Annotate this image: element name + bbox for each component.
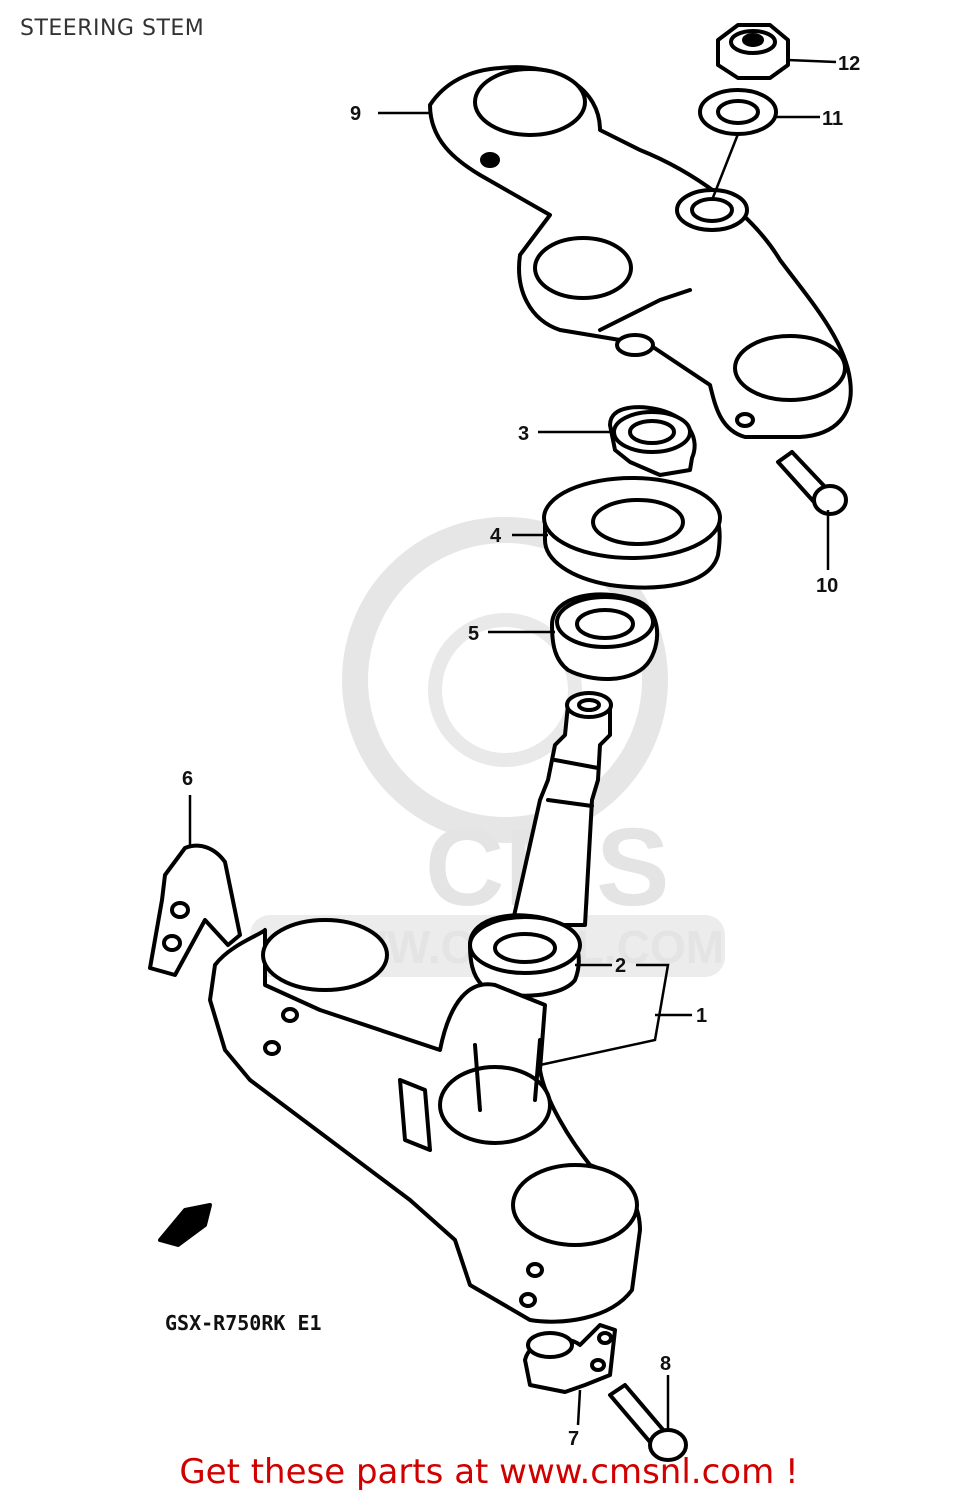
callout-9: 9	[350, 103, 361, 125]
part-8-bolt	[608, 1383, 688, 1462]
cmsnl-parts-link[interactable]: Get these parts at www.cmsnl.com !	[179, 1452, 799, 1492]
callout-labels: 9 12 11 3 4 5 10 6 2 1 7 8	[182, 53, 860, 1450]
part-5-bearing	[550, 592, 660, 681]
watermark-face-icon	[428, 613, 582, 767]
part-11-washer	[698, 88, 778, 136]
callout-8: 8	[660, 1353, 671, 1375]
leader-lines	[188, 58, 837, 1430]
part-7-clamp	[523, 1323, 617, 1394]
part-1-lower-bracket	[208, 918, 642, 1324]
part-3-steering-nut	[608, 405, 697, 477]
part-12-stem-nut	[716, 23, 790, 80]
callout-5: 5	[468, 623, 479, 645]
page-title: STEERING STEM	[20, 16, 205, 41]
steering-stem-shaft	[510, 691, 613, 927]
model-label: GSX-R750RK E1	[165, 1311, 322, 1335]
watermark-mascot-icon	[342, 517, 668, 843]
callout-3: 3	[518, 423, 529, 445]
callout-1: 1	[696, 1005, 707, 1027]
callout-7: 7	[568, 1428, 579, 1450]
callout-10: 10	[816, 575, 838, 597]
callout-12: 12	[838, 53, 860, 75]
callout-4: 4	[490, 525, 502, 547]
callout-11: 11	[822, 108, 843, 130]
direction-arrow-icon	[158, 1203, 212, 1247]
watermark: CMS WWW.CMSNL.COM	[250, 517, 725, 977]
part-10-bolt	[776, 450, 848, 516]
callout-2: 2	[615, 955, 626, 977]
part-4-dust-seal	[542, 476, 722, 590]
part-9-upper-bracket	[428, 65, 853, 439]
part-2-lower-bearing	[468, 913, 582, 998]
callout-6: 6	[182, 768, 193, 790]
